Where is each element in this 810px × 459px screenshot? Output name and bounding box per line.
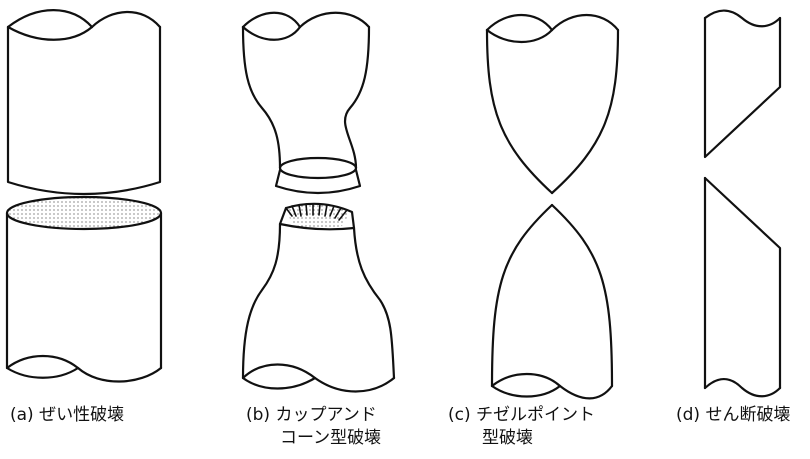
brittle-fracture-surface (5, 195, 163, 231)
cone-fracture-surface (286, 204, 350, 229)
caption-shear-fracture: (d) せん断破壊 (676, 404, 790, 427)
shear-lower-piece (703, 176, 782, 398)
cone-shear-lip-hatching (285, 203, 348, 221)
brittle-upper-piece (6, 9, 162, 196)
chisel-point-specimen (485, 13, 620, 400)
cup-upper-piece (241, 11, 371, 195)
caption-chisel-point-fracture: (c) チゼルポイント 型破壊 (448, 404, 595, 450)
cup-and-cone-specimen (241, 11, 396, 393)
caption-a-line1: (a) ぜい性破壊 (10, 405, 125, 425)
shear-upper-piece (703, 9, 782, 159)
brittle-fracture-specimen (5, 9, 163, 383)
caption-b-line1: (b) カップアンド (246, 405, 377, 425)
brittle-lower-piece (5, 195, 163, 383)
chisel-upper-piece (485, 13, 620, 195)
caption-d-line1: (d) せん断破壊 (676, 405, 791, 425)
caption-brittle-fracture: (a) ぜい性破壊 (10, 404, 124, 427)
shear-fracture-specimen (703, 9, 782, 398)
chisel-lower-piece (490, 203, 614, 400)
caption-cup-and-cone-fracture: (b) カップアンド コーン型破壊 (246, 404, 381, 450)
cup-rim (278, 156, 358, 180)
caption-c-line2: 型破壊 (482, 428, 533, 448)
cone-lower-piece (241, 202, 396, 393)
caption-b-line2: コーン型破壊 (280, 428, 382, 448)
caption-c-line1: (c) チゼルポイント (448, 405, 596, 425)
